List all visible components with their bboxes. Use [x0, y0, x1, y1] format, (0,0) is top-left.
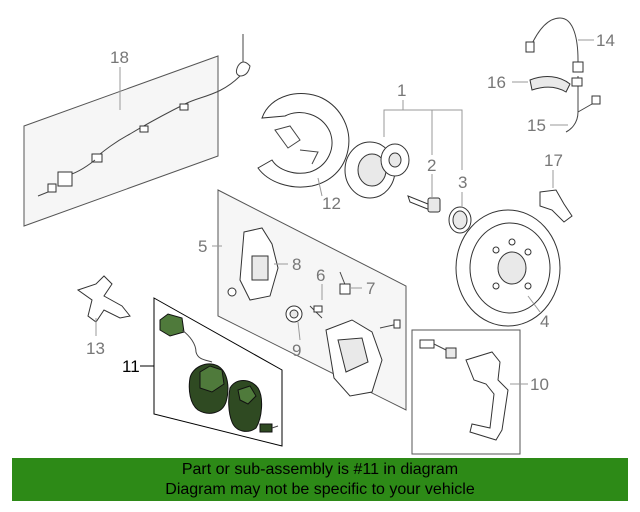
callout-14: 14 — [596, 31, 615, 50]
callout-8: 8 — [292, 255, 301, 274]
callout-10: 10 — [530, 375, 549, 394]
callout-16: 16 — [487, 73, 506, 92]
callout-4: 4 — [540, 312, 549, 331]
part-11-brake-pad-set[interactable] — [153, 297, 283, 447]
part-5-caliper-assembly[interactable] — [217, 189, 407, 411]
part-3-dust-cap[interactable] — [448, 206, 472, 234]
part-18-sensor-cable[interactable] — [23, 34, 251, 227]
part-10-guide-pin-set[interactable] — [411, 329, 521, 455]
callout-9: 9 — [292, 341, 301, 360]
callout-13: 13 — [86, 339, 105, 358]
part-14-brake-hose[interactable] — [525, 17, 584, 73]
callout-12: 12 — [322, 194, 341, 213]
callout-5: 5 — [198, 237, 207, 256]
callout-17: 17 — [544, 151, 563, 170]
callout-1: 1 — [397, 81, 406, 100]
banner-line-1: Part or sub-assembly is #11 in diagram — [181, 461, 459, 478]
part-4-brake-rotor[interactable] — [455, 209, 561, 327]
part-12-splash-shield[interactable] — [257, 93, 350, 188]
parts-diagram: 18 12 1 2 3 4 — [23, 17, 615, 455]
banner-line-2: Diagram may not be specific to your vehi… — [165, 481, 475, 498]
callout-11: 11 — [122, 357, 140, 376]
part-1-hub-bearing[interactable] — [344, 141, 410, 199]
part-16-bracket-clip[interactable] — [529, 76, 571, 93]
callout-18: 18 — [110, 48, 129, 67]
callout-7: 7 — [366, 279, 375, 298]
callout-6: 6 — [316, 266, 325, 285]
info-banner: Part or sub-assembly is #11 in diagram D… — [12, 458, 628, 501]
callout-2: 2 — [427, 156, 436, 175]
part-13-bracket[interactable] — [76, 275, 131, 323]
part-2-hub-bolt[interactable] — [407, 195, 441, 213]
part-17-bracket[interactable] — [539, 189, 573, 223]
part-15-brake-line[interactable] — [565, 76, 601, 133]
callout-15: 15 — [527, 116, 546, 135]
callout-3: 3 — [458, 173, 467, 192]
